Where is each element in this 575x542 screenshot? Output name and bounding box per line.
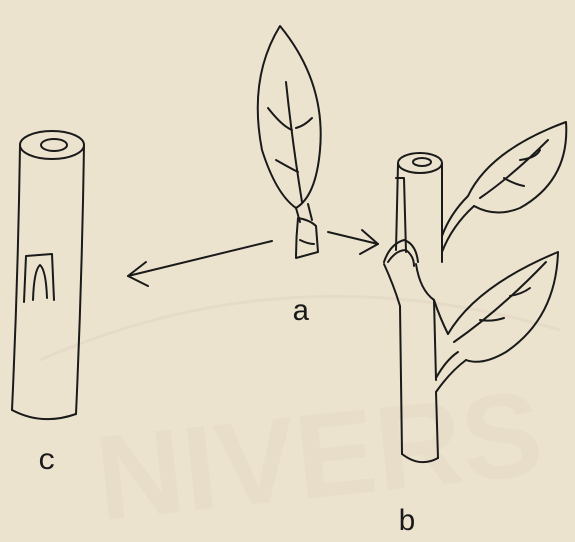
bark-cut-window (24, 254, 54, 302)
label-b: b (398, 508, 416, 538)
label-a: a (292, 298, 310, 328)
watermark: NIVERS (40, 296, 560, 542)
upper-shoot-leaf (442, 122, 566, 252)
bud-leaf-a (258, 26, 321, 258)
arrow-to-c (128, 241, 272, 286)
label-c: c (38, 447, 56, 477)
svg-text:NIVERS: NIVERS (90, 366, 548, 542)
rootstock-stem-c (12, 131, 84, 419)
arrow-to-b (328, 230, 378, 254)
